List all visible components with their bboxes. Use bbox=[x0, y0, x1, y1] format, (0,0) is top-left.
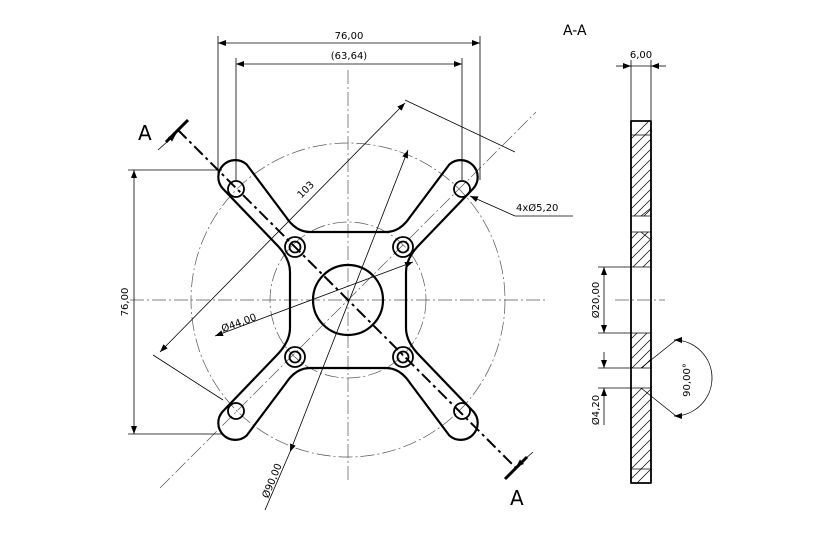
width-dim-label: 76,00 bbox=[335, 31, 364, 42]
cut-label-start: A bbox=[138, 121, 152, 145]
dim-outer-circle: Ø90,00 bbox=[260, 149, 409, 511]
section-title: A-A bbox=[563, 23, 587, 39]
dim-height: 76,00 bbox=[120, 169, 222, 435]
hole-dim-label: Ø4,20 bbox=[590, 395, 602, 425]
hole-outer-bottom-right bbox=[453, 402, 471, 420]
hole-outer-top-right bbox=[453, 180, 471, 198]
holes-callout-label: 4xØ5,20 bbox=[516, 202, 558, 214]
dim-countersink-angle: 90,00° bbox=[650, 337, 713, 419]
dim-holes-callout: 4xØ5,20 bbox=[469, 195, 573, 217]
countersink-angle-label: 90,00° bbox=[682, 363, 693, 397]
section-outline bbox=[615, 120, 665, 484]
dim-reference: (63,64) bbox=[235, 51, 463, 180]
section-cut-line: A A bbox=[138, 118, 534, 510]
dim-bore: Ø20,00 bbox=[590, 266, 631, 334]
outer-circle-dim-label: Ø90,00 bbox=[260, 462, 285, 500]
section-view: A-A bbox=[563, 23, 713, 484]
center-lines bbox=[130, 70, 545, 489]
diag-dim-label: 103 bbox=[296, 180, 317, 201]
hole-outer-bottom-left bbox=[227, 402, 245, 420]
height-dim-label: 76,00 bbox=[120, 288, 131, 317]
bore-dim-label: Ø20,00 bbox=[590, 282, 602, 319]
inner-circle-dim-label: Ø44,00 bbox=[220, 311, 258, 335]
dim-thickness: 6,00 bbox=[616, 50, 666, 121]
thickness-dim-label: 6,00 bbox=[630, 50, 652, 61]
cut-label-end: A bbox=[510, 486, 524, 510]
dim-diagonal: 103 bbox=[152, 99, 516, 401]
dim-hole: Ø4,20 bbox=[590, 352, 631, 425]
ref-dim-label: (63,64) bbox=[331, 51, 368, 62]
front-view: A A 76,00 (63,64) 76,00 bbox=[120, 31, 573, 511]
